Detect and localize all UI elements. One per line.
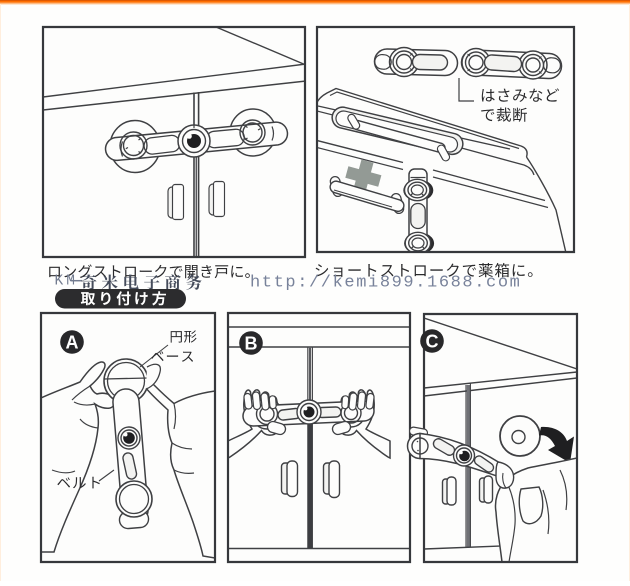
svg-text:http://kemi899.1688.com: http://kemi899.1688.com [250,274,521,293]
svg-text:B: B [245,334,258,354]
svg-text:KM: KM [55,274,78,290]
svg-text:C: C [426,332,439,352]
svg-text:A: A [66,333,79,353]
